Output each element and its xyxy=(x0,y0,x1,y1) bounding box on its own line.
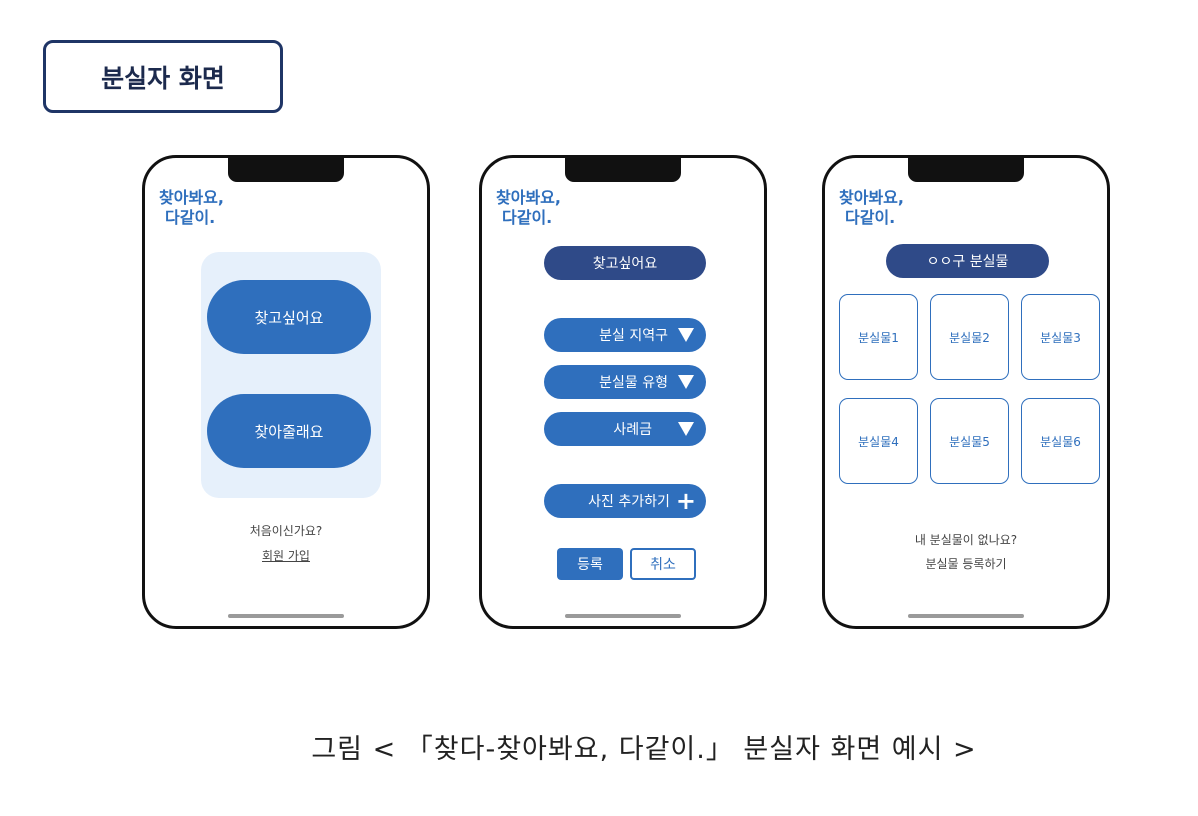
app-logo-text: 찾아봐요, 다같이. xyxy=(839,188,904,228)
lost-item-card[interactable]: 분실물1 xyxy=(839,294,918,380)
signup-link-wrap: 회원 가입 xyxy=(145,547,427,564)
app-logo-line1: 찾아봐요, xyxy=(159,188,224,207)
lost-item-card[interactable]: 분실물5 xyxy=(930,398,1009,484)
app-logo-line1: 찾아봐요, xyxy=(839,188,904,207)
app-logo-line2: 다같이. xyxy=(165,208,216,227)
cancel-button[interactable]: 취소 xyxy=(630,548,696,580)
section-title: 분실자 화면 xyxy=(43,40,283,113)
choice-panel: 찾고싶어요 찾아줄래요 xyxy=(201,252,381,498)
app-logo-line2: 다같이. xyxy=(845,208,896,227)
first-time-text: 처음이신가요? xyxy=(249,524,323,538)
mode-title-pill: 찾고싶어요 xyxy=(544,246,706,280)
register-item-link[interactable]: 분실물 등록하기 xyxy=(925,557,1007,571)
item-type-dropdown[interactable]: 분실물 유형 xyxy=(544,365,706,399)
triangle-down-icon xyxy=(678,375,694,389)
app-logo-line1: 찾아봐요, xyxy=(496,188,561,207)
help-find-button[interactable]: 찾아줄래요 xyxy=(207,394,371,468)
triangle-down-icon xyxy=(678,422,694,436)
find-button[interactable]: 찾고싶어요 xyxy=(207,280,371,354)
lost-item-card[interactable]: 분실물6 xyxy=(1021,398,1100,484)
app-logo-line2: 다같이. xyxy=(502,208,553,227)
app-logo-text: 찾아봐요, 다같이. xyxy=(159,188,224,228)
phone-notch xyxy=(908,156,1024,182)
figure-caption: 그림 < 「찾다-찾아봐요, 다같이.」 분실자 화면 예시 > xyxy=(311,734,977,765)
section-title-text: 분실자 화면 xyxy=(101,63,225,93)
phone-notch xyxy=(228,156,344,182)
item-type-dropdown-label: 분실물 유형 xyxy=(599,375,668,391)
lost-item-card[interactable]: 분실물4 xyxy=(839,398,918,484)
home-indicator xyxy=(565,614,681,618)
home-indicator xyxy=(228,614,344,618)
district-title-pill: ㅇㅇ구 분실물 xyxy=(886,244,1049,278)
district-dropdown[interactable]: 분실 지역구 xyxy=(544,318,706,352)
add-photo-label: 사진 추가하기 xyxy=(588,494,670,510)
register-button[interactable]: 등록 xyxy=(557,548,623,580)
triangle-down-icon xyxy=(678,328,694,342)
plus-icon: + xyxy=(675,487,696,515)
lost-item-card[interactable]: 분실물3 xyxy=(1021,294,1100,380)
no-item-text: 내 분실물이 없나요? xyxy=(914,533,1018,547)
phone-screen-list: 찾아봐요, 다같이. ㅇㅇ구 분실물 분실물1 분실물2 분실물3 분실물4 분… xyxy=(822,155,1110,629)
add-photo-button[interactable]: 사진 추가하기 + xyxy=(544,484,706,518)
reward-dropdown[interactable]: 사례금 xyxy=(544,412,706,446)
phone-notch xyxy=(565,156,681,182)
phone-screen-login: 찾아봐요, 다같이. 찾고싶어요 찾아줄래요 처음이신가요? 회원 가입 xyxy=(142,155,430,629)
lost-item-card[interactable]: 분실물2 xyxy=(930,294,1009,380)
home-indicator xyxy=(908,614,1024,618)
signup-link[interactable]: 회원 가입 xyxy=(262,549,310,563)
app-logo-text: 찾아봐요, 다같이. xyxy=(496,188,561,228)
reward-dropdown-label: 사례금 xyxy=(613,422,652,438)
phone-screen-report: 찾아봐요, 다같이. 찾고싶어요 분실 지역구 분실물 유형 사례금 사진 추가… xyxy=(479,155,767,629)
district-dropdown-label: 분실 지역구 xyxy=(599,328,668,344)
